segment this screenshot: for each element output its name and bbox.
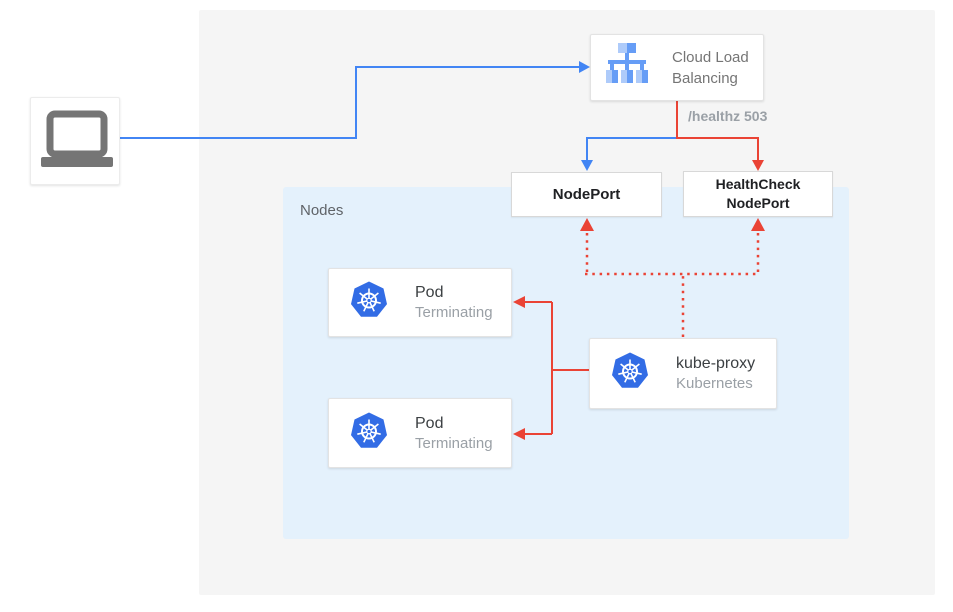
cloud-load-balancing-node: Cloud Load Balancing xyxy=(590,34,764,101)
healthcheck-nodeport-label: HealthCheck NodePort xyxy=(715,176,801,211)
laptop-icon xyxy=(35,101,115,182)
nodeport-label: NodePort xyxy=(552,186,621,203)
pod-status: Terminating xyxy=(415,434,493,452)
pod-status: Terminating xyxy=(415,304,493,321)
pod-node-1: Pod Terminating xyxy=(328,268,512,337)
cloud-load-balancing-icon xyxy=(601,40,653,95)
pod-title: Pod xyxy=(415,284,444,301)
cloud-load-balancing-label: Cloud Load Balancing xyxy=(672,48,749,87)
pod-title: Pod xyxy=(415,414,444,432)
kubernetes-icon xyxy=(610,351,650,396)
nodes-group-label: Nodes xyxy=(300,202,344,219)
pod-node-2: Pod Terminating xyxy=(328,398,512,468)
kubernetes-icon xyxy=(349,280,389,325)
kube-proxy-node: kube-proxy Kubernetes xyxy=(589,338,777,409)
kube-proxy-title: kube-proxy xyxy=(676,355,756,372)
kubernetes-icon xyxy=(349,411,389,456)
healthz-edge-label: /healthz 503 xyxy=(688,108,768,124)
client-node xyxy=(30,97,120,185)
nodeport-node: NodePort xyxy=(511,172,662,217)
kube-proxy-subtitle: Kubernetes xyxy=(676,375,753,392)
healthcheck-nodeport-node: HealthCheck NodePort xyxy=(683,171,833,217)
